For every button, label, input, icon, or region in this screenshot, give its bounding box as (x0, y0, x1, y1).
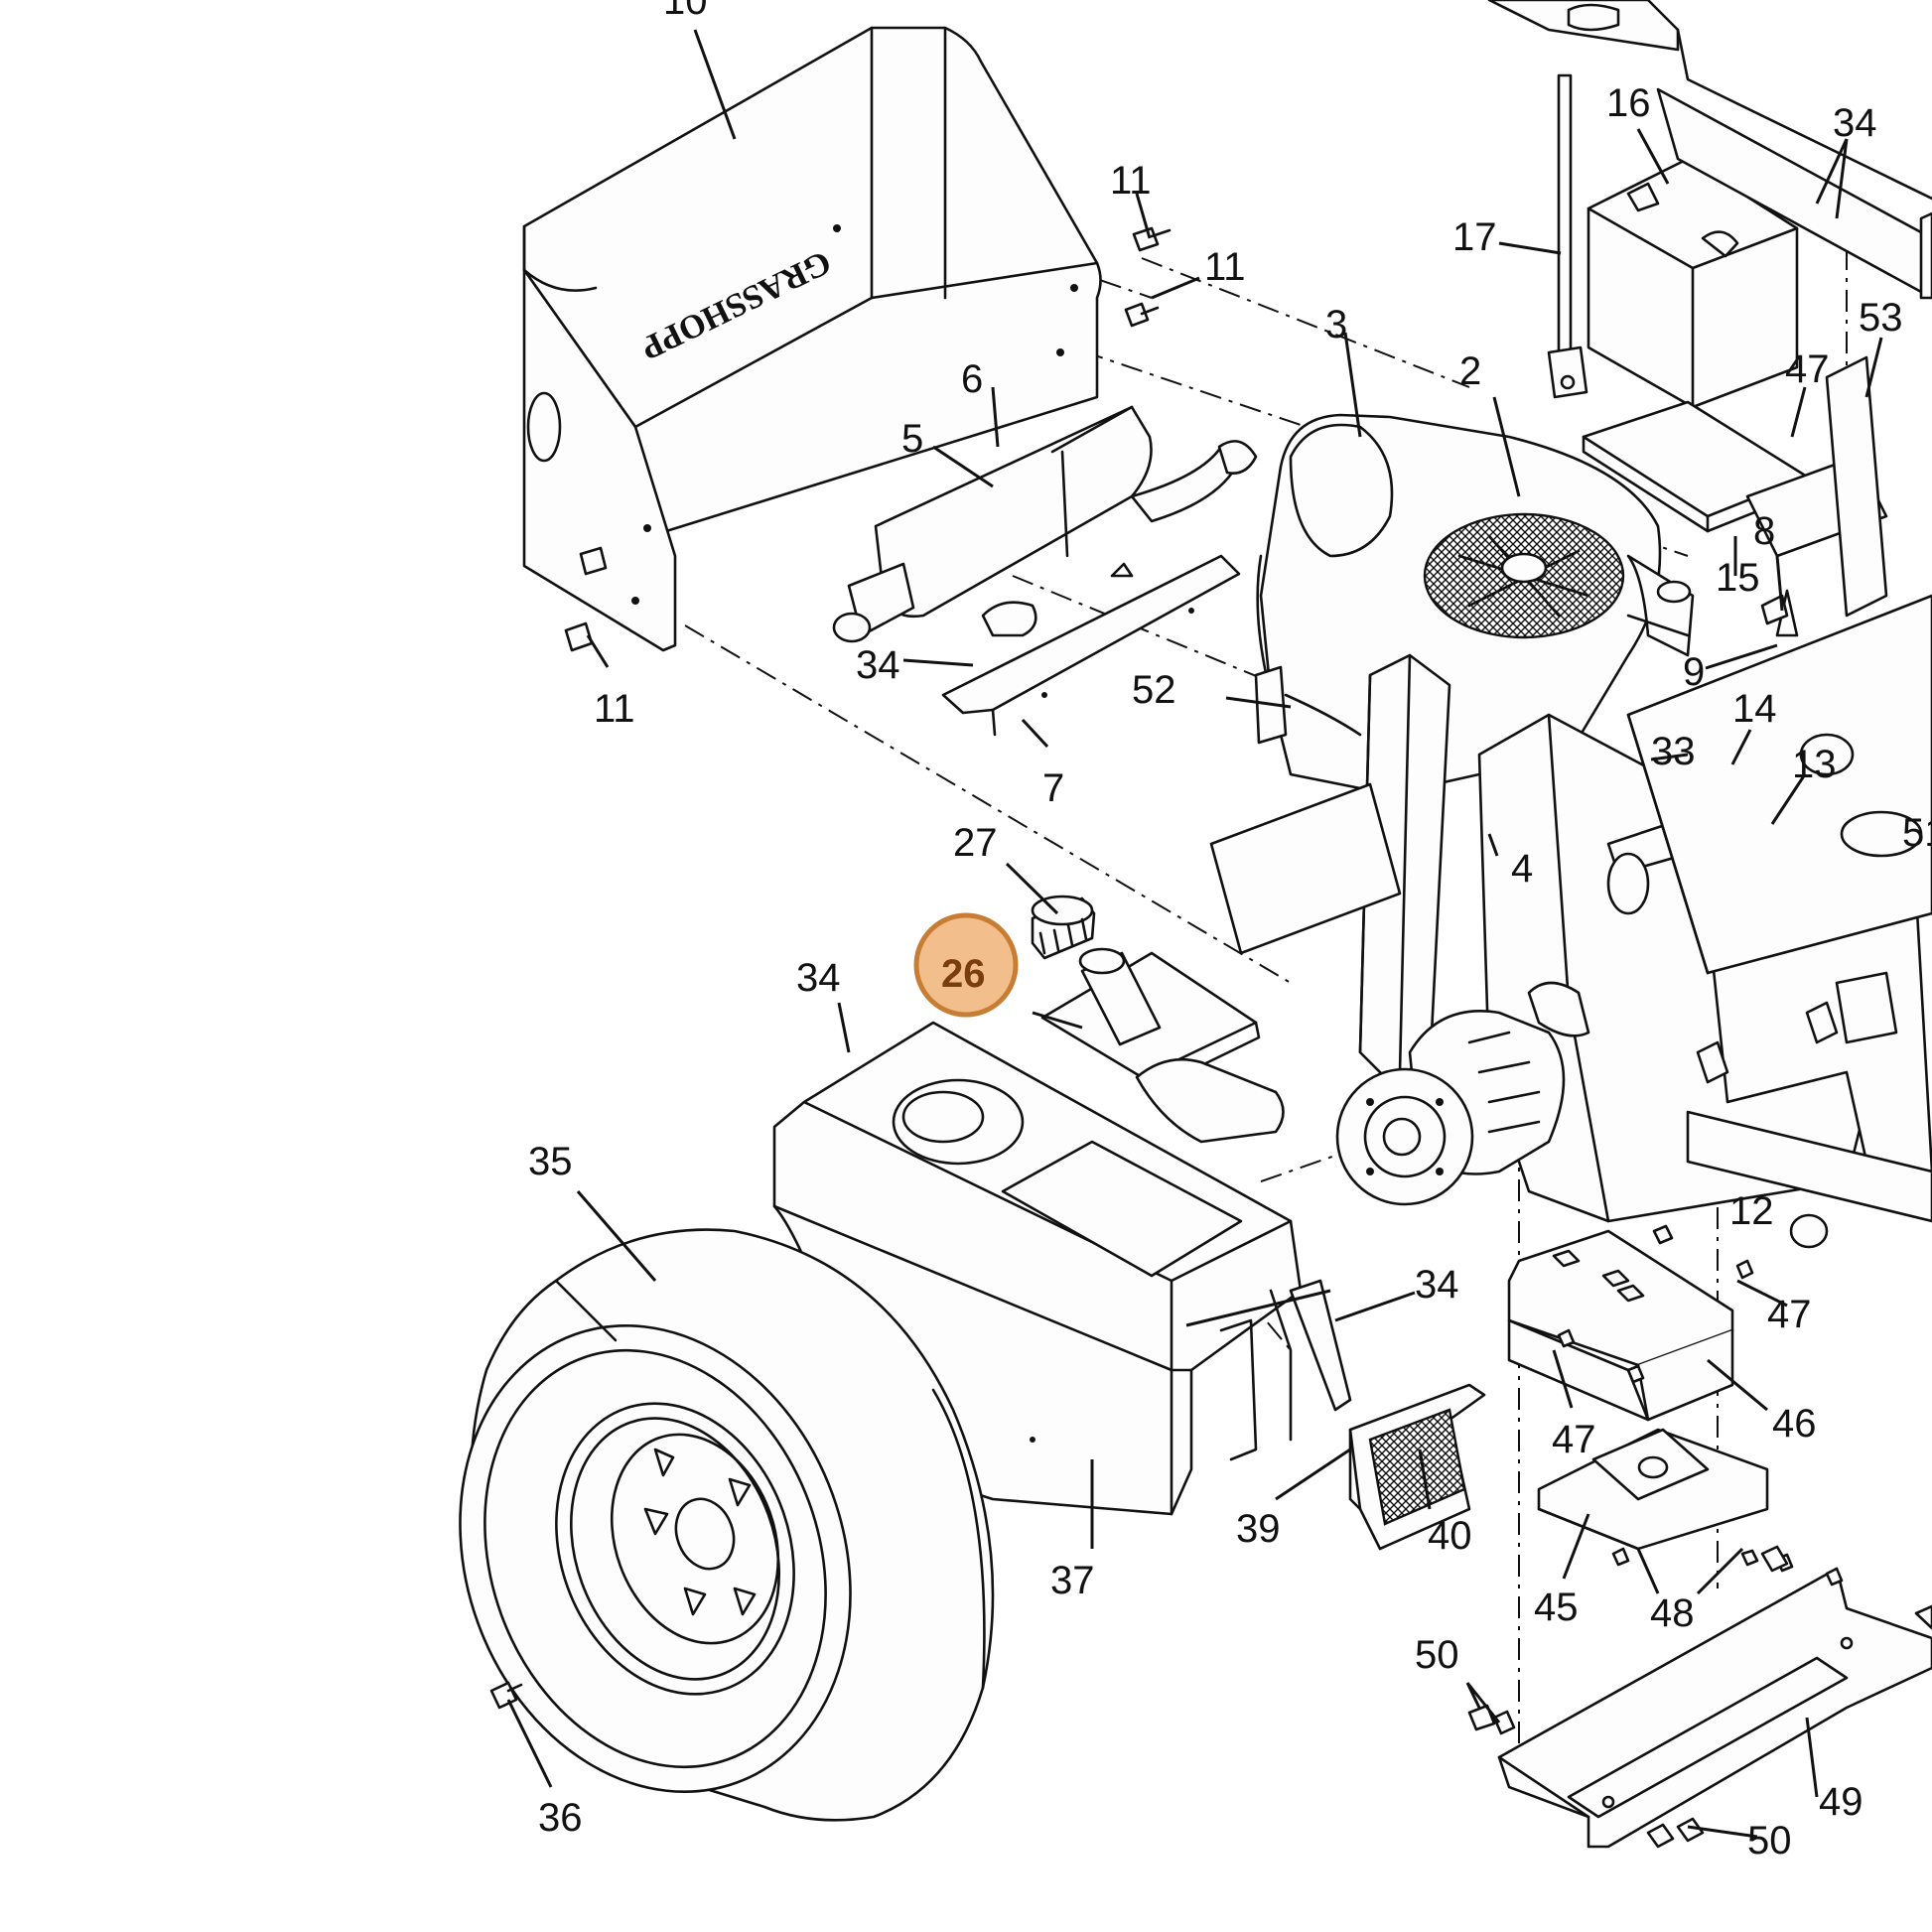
callout-11-top: 11 (1110, 159, 1152, 203)
fuel-filler-part-26 (1040, 947, 1285, 1144)
callout-34-tank: 34 (796, 956, 841, 1000)
callout-13: 13 (1792, 743, 1837, 786)
fuel-cap-part-27 (1031, 895, 1096, 960)
plate-part-45 (1537, 1428, 1769, 1551)
rear-tire-part-35 (459, 1228, 995, 1822)
callout-27: 27 (953, 821, 998, 865)
callout-40: 40 (1428, 1514, 1472, 1558)
seat-base-top (1487, 0, 1932, 300)
callout-26[interactable]: 26 (941, 952, 986, 996)
callout-14: 14 (1732, 687, 1777, 731)
callout-6: 6 (961, 357, 983, 401)
leader-lines (506, 29, 1883, 1839)
callout-45: 45 (1534, 1586, 1579, 1629)
callout-12: 12 (1729, 1189, 1774, 1233)
callout-34-mid: 34 (856, 643, 900, 687)
callout-47-right: 47 (1767, 1293, 1812, 1336)
callout-47-low: 47 (1552, 1418, 1596, 1461)
hood-bolts-part-11 (564, 226, 1172, 652)
callout-33: 33 (1651, 730, 1696, 773)
foot-pad-part-40 (1348, 1383, 1486, 1551)
callout-37: 37 (1050, 1559, 1095, 1602)
highlighted-callout-26[interactable] (913, 912, 1019, 1018)
callout-36: 36 (538, 1796, 583, 1840)
lower-bracket-part-49 (1497, 1567, 1932, 1849)
callout-15: 15 (1716, 556, 1760, 600)
callout-11-left: 11 (594, 687, 635, 731)
callout-52: 52 (1132, 668, 1176, 712)
callout-48: 48 (1650, 1591, 1695, 1635)
muffler-part-5 (832, 405, 1258, 643)
callout-4: 4 (1511, 847, 1533, 891)
callout-10: 10 (663, 0, 708, 23)
wheel-hub (1335, 1010, 1566, 1206)
main-frame (1477, 211, 1932, 1249)
highlight-circle (913, 912, 1019, 1018)
callout-46: 46 (1772, 1402, 1817, 1446)
rear-hood-part-10: GRASSHOPP (522, 26, 1102, 652)
callout-labels: 10 11 11 11 16 34 17 3 2 53 47 6 5 8 15 … (528, 0, 1932, 1863)
callout-3: 3 (1325, 303, 1347, 346)
bracket-part-46 (1507, 1229, 1734, 1422)
callout-50-bottom: 50 (1747, 1819, 1792, 1863)
callout-53: 53 (1859, 296, 1903, 340)
callout-39: 39 (1236, 1507, 1281, 1551)
shield-strip-part-7 (941, 554, 1241, 737)
callout-2: 2 (1459, 349, 1481, 393)
callout-11-mid: 11 (1204, 245, 1246, 289)
callout-5: 5 (901, 417, 923, 461)
callout-17: 17 (1452, 215, 1497, 259)
battery-rod-part-17 (1547, 73, 1588, 399)
engine-part-2 (1254, 413, 1695, 796)
callout-35: 35 (528, 1140, 573, 1183)
callout-7: 7 (1042, 766, 1064, 810)
callout-34-top: 34 (1833, 101, 1877, 145)
callout-50-top: 50 (1415, 1633, 1459, 1677)
callout-9: 9 (1683, 650, 1705, 694)
callout-49: 49 (1819, 1780, 1863, 1824)
callout-51: 51 (1902, 811, 1932, 855)
small-bolts (1467, 589, 1844, 1735)
callout-34-right: 34 (1415, 1263, 1459, 1307)
callout-47-top: 47 (1785, 347, 1830, 391)
callout-8: 8 (1753, 509, 1775, 553)
callout-16: 16 (1606, 81, 1651, 125)
